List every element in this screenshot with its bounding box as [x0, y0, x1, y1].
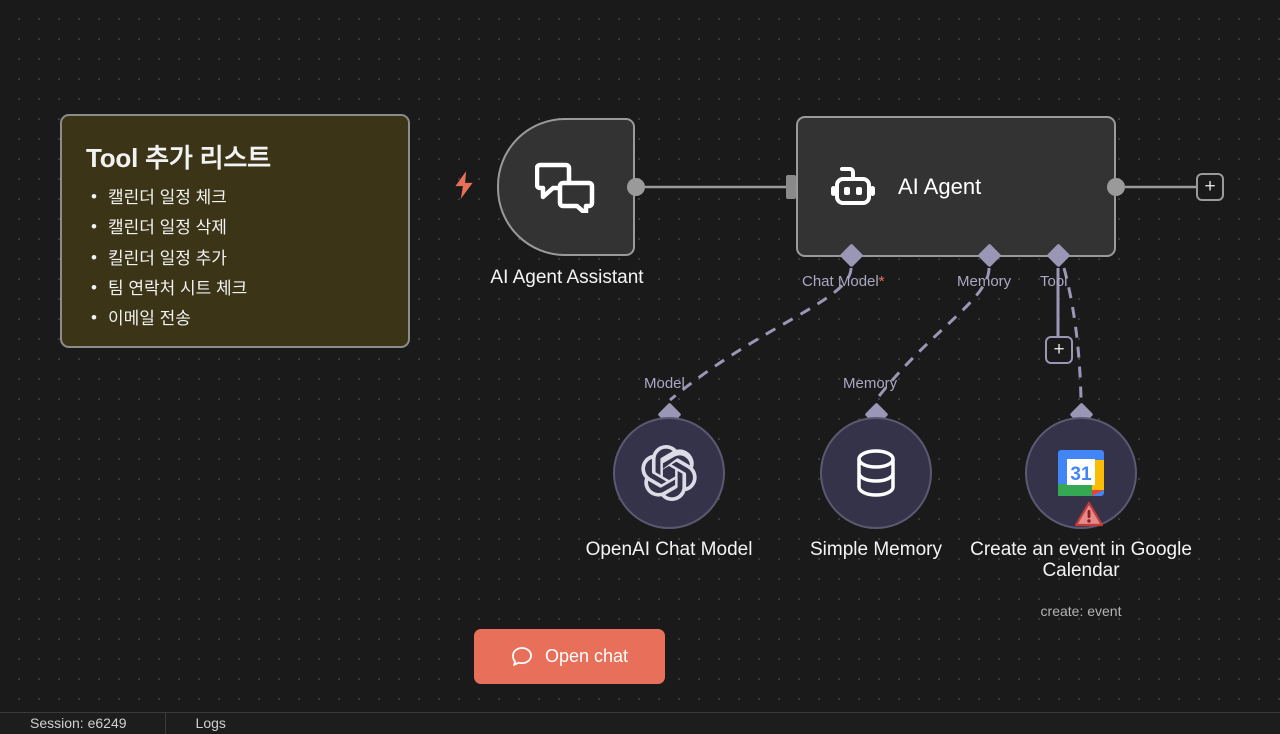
connector-label-chat-model-text: Chat Model	[802, 273, 879, 290]
connector-label-tool: Tool	[1040, 273, 1068, 290]
open-chat-label: Open chat	[544, 646, 629, 666]
google-calendar-icon: 31	[1058, 450, 1104, 496]
warning-triangle-icon	[1075, 501, 1103, 527]
subnode-connector-label-model: Model	[644, 375, 685, 392]
node-label-openai-chat-model: OpenAI Chat Model	[585, 539, 753, 560]
lightning-bolt-icon	[455, 171, 473, 199]
node-ai-agent-assistant[interactable]	[497, 118, 635, 256]
list-item: 이메일 전송	[91, 307, 384, 329]
agent-output-endpoint[interactable]	[1107, 178, 1125, 196]
session-id-label: Session: e6249	[30, 715, 127, 731]
logs-tab[interactable]: Logs	[195, 715, 226, 731]
chat-bubbles-icon	[535, 162, 595, 213]
list-item: 팀 연락처 시트 체크	[91, 277, 384, 299]
bottom-status-bar: Session: e6249 Logs	[0, 712, 1280, 734]
workflow-canvas[interactable]: Tool 추가 리스트 캘린더 일정 체크 캘린더 일정 삭제 킬린더 일정 추…	[0, 0, 1280, 712]
sticky-note-title: Tool 추가 리스트	[86, 143, 271, 173]
svg-text:31: 31	[1070, 464, 1092, 485]
node-simple-memory[interactable]	[820, 417, 932, 529]
node-google-calendar[interactable]: 31	[1025, 417, 1137, 529]
agent-input-endpoint[interactable]	[786, 175, 796, 199]
required-marker-icon: *	[878, 273, 885, 290]
list-item: 캘린더 일정 체크	[91, 186, 384, 208]
subnode-connector-label-memory: Memory	[843, 375, 898, 392]
open-chat-button[interactable]: Open chat	[474, 629, 665, 684]
chat-bubble-icon	[512, 646, 532, 666]
node-label-google-calendar: Create an event in Google Calendar	[970, 539, 1192, 581]
node-label-trigger: AI Agent Assistant	[490, 267, 644, 288]
agent-node-title: AI Agent	[898, 173, 982, 199]
sticky-note-list: 캘린더 일정 체크 캘린더 일정 삭제 킬린더 일정 추가 팀 연락처 시트 체…	[86, 186, 384, 329]
add-tool-button[interactable]: +	[1045, 336, 1073, 364]
node-ai-agent[interactable]: AI Agent	[796, 116, 1116, 257]
bottom-bar-divider	[164, 713, 166, 734]
sticky-note[interactable]: Tool 추가 리스트 캘린더 일정 체크 캘린더 일정 삭제 킬린더 일정 추…	[60, 114, 410, 348]
database-icon	[857, 449, 895, 497]
openai-icon	[641, 445, 697, 501]
node-sublabel-google-calendar: create: event	[1040, 603, 1122, 619]
node-openai-chat-model[interactable]	[613, 417, 725, 529]
add-node-button-main[interactable]: +	[1196, 173, 1224, 201]
list-item: 캘린더 일정 삭제	[91, 216, 384, 238]
list-item: 킬린더 일정 추가	[91, 246, 384, 269]
node-label-simple-memory: Simple Memory	[810, 539, 942, 560]
robot-icon	[831, 166, 875, 205]
connector-label-chat-model: Chat Model*	[802, 273, 885, 290]
trigger-output-endpoint[interactable]	[627, 178, 645, 196]
connector-label-memory: Memory	[957, 273, 1012, 290]
